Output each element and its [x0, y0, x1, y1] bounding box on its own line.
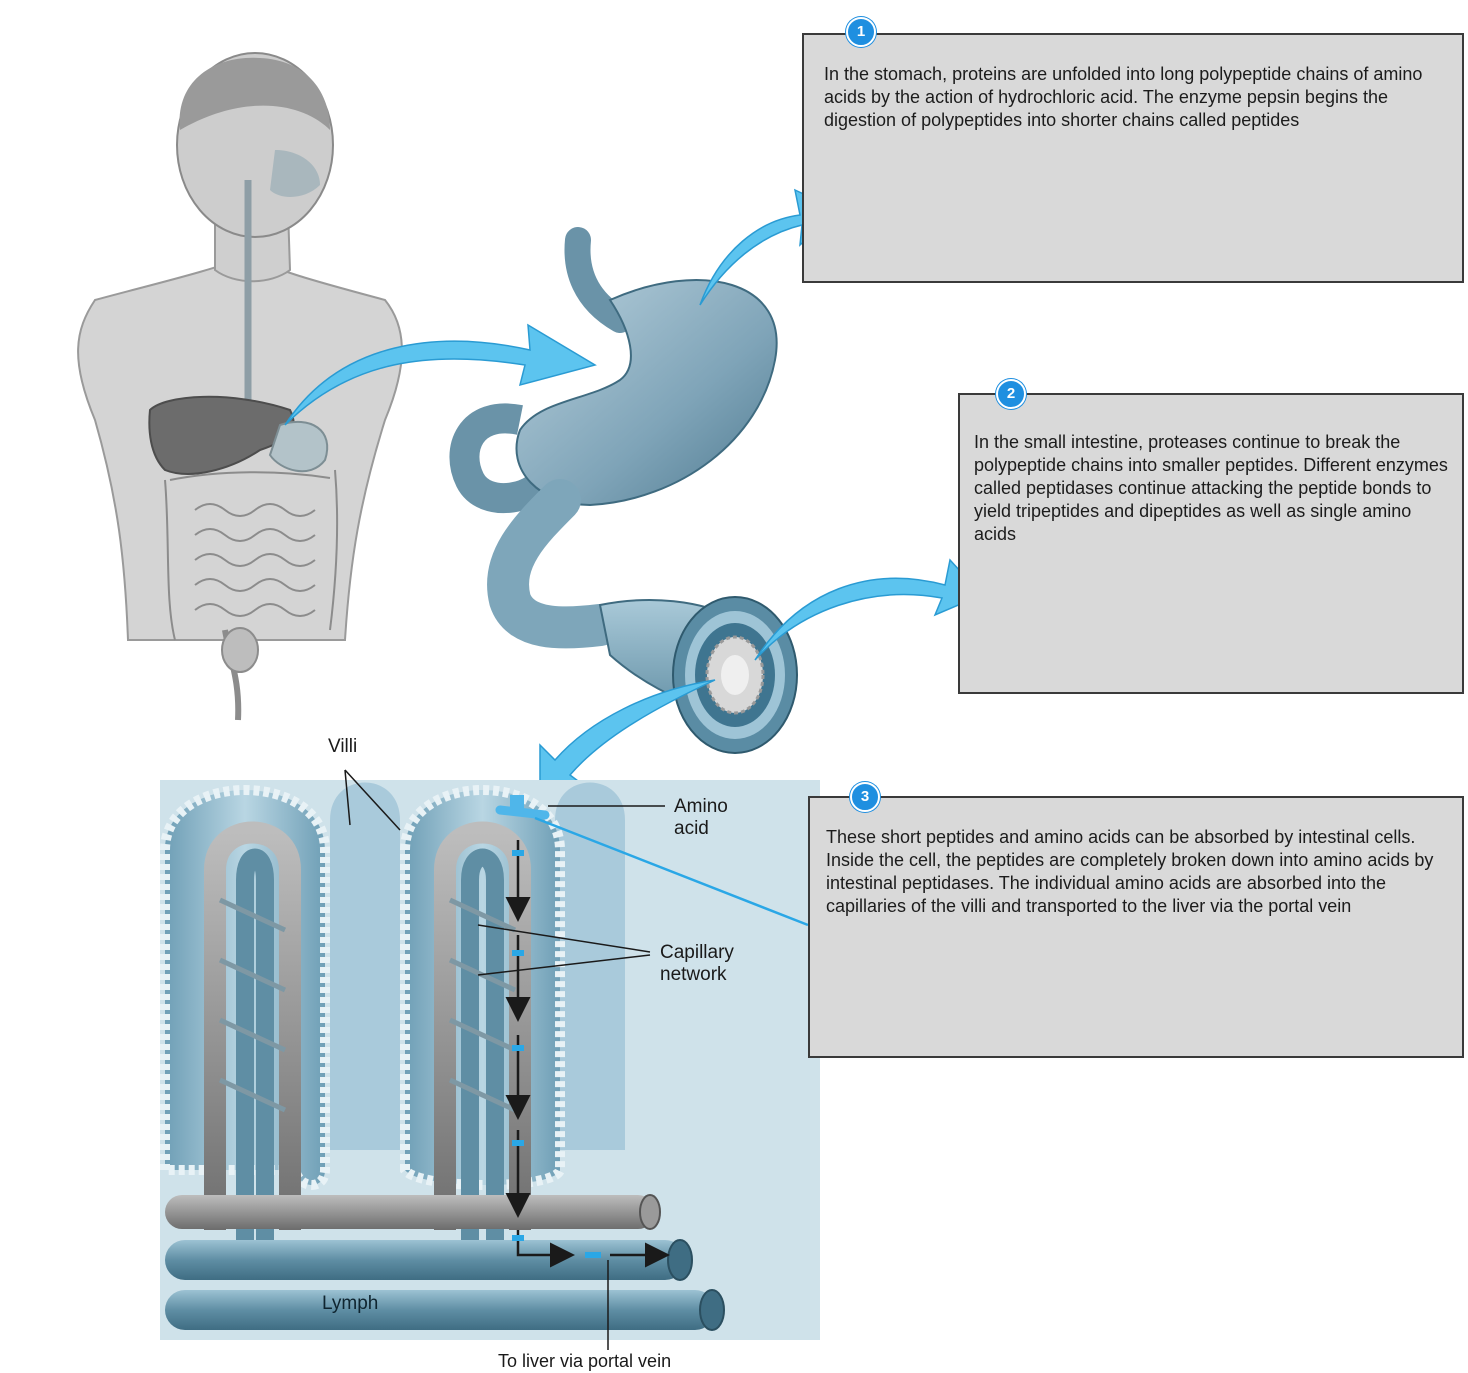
- lymph-label: Lymph: [322, 1293, 378, 1315]
- human-torso-icon: [0, 53, 445, 740]
- villi-label: Villi: [328, 736, 357, 758]
- step-panel-3: 3 These short peptides and amino acids c…: [808, 796, 1464, 1058]
- step-panel-2: 2 In the small intestine, proteases cont…: [958, 393, 1464, 694]
- stomach-icon: [464, 240, 776, 627]
- capillary-network-label: Capillary network: [660, 942, 734, 986]
- step-description: These short peptides and amino acids can…: [826, 826, 1466, 918]
- step-panel-1: 1 In the stomach, proteins are unfolded …: [802, 33, 1464, 283]
- step-description: In the stomach, proteins are unfolded in…: [824, 63, 1452, 132]
- step-number-badge: 3: [850, 782, 880, 812]
- step-number-badge: 2: [996, 379, 1026, 409]
- amino-acid-icon: [500, 810, 545, 815]
- intestine-tube-icon: [600, 597, 797, 753]
- step-number-badge: 1: [846, 17, 876, 47]
- portal-vein-label: To liver via portal vein: [498, 1350, 671, 1372]
- step-description: In the small intestine, proteases contin…: [974, 431, 1458, 546]
- amino-acid-label: Amino acid: [674, 796, 728, 840]
- villi-icon: [160, 780, 820, 1340]
